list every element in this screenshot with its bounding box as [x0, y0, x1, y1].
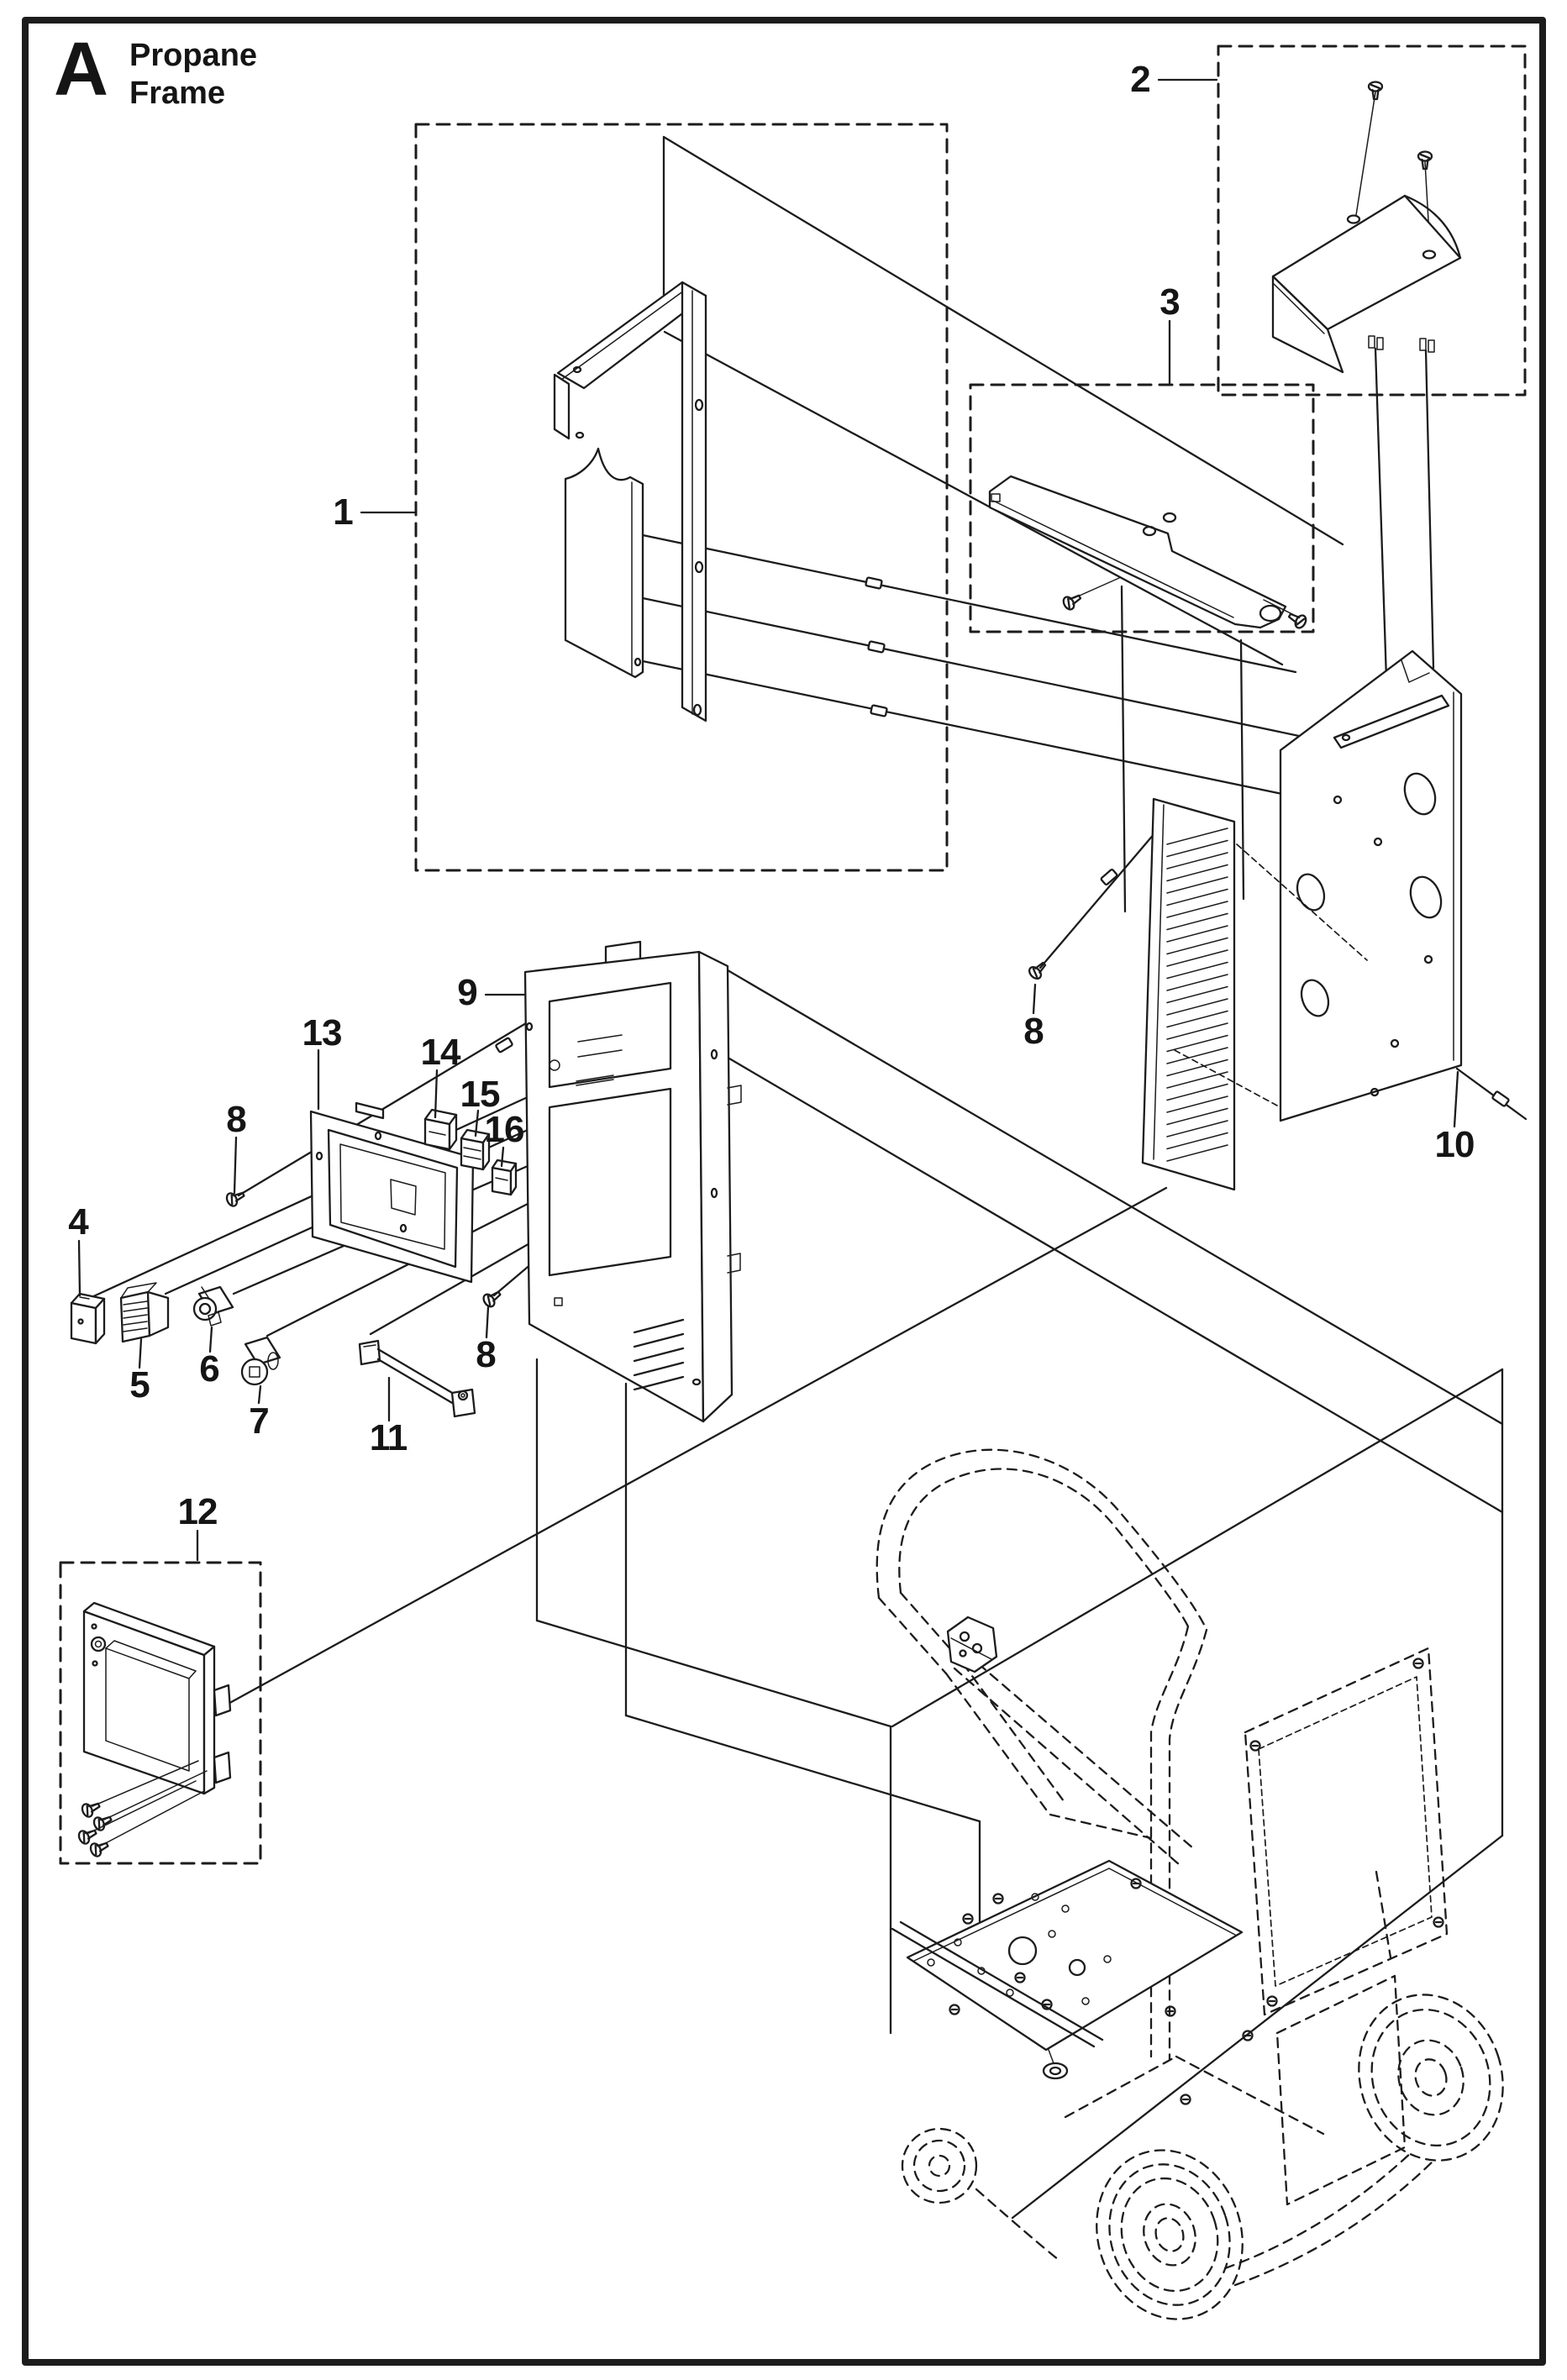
callout-3: 3	[1159, 281, 1181, 323]
drawing-title: Propane Frame	[129, 37, 257, 113]
callout-8-middle: 8	[476, 1334, 497, 1375]
spacer-icon	[870, 704, 888, 717]
part-5-connector-drawing	[119, 1282, 170, 1343]
panel-louver-slats	[633, 1318, 685, 1391]
spacer-icon	[867, 640, 886, 654]
callout-2: 2	[1130, 59, 1151, 100]
cart-wheel-front	[1096, 2149, 1244, 2320]
callout-4: 4	[68, 1201, 89, 1243]
spacer-icon	[1099, 868, 1119, 886]
callout-8-left: 8	[226, 1099, 247, 1140]
part-13-control-frame-drawing	[309, 1101, 475, 1284]
callout-12: 12	[177, 1491, 218, 1532]
callout-1: 1	[333, 491, 354, 533]
callout-10: 10	[1434, 1124, 1475, 1165]
part-10-side-panel-drawing	[1141, 649, 1463, 1191]
part-11-handle-rod-drawing	[358, 1339, 476, 1418]
section-letter: A	[54, 28, 108, 112]
callout-6: 6	[199, 1348, 220, 1390]
part-15-switch-drawing	[460, 1128, 491, 1171]
screw-icon	[1060, 590, 1085, 612]
part-2-cover-drawing	[1271, 92, 1462, 374]
louver-grille	[1166, 827, 1228, 1162]
callout-9: 9	[457, 972, 478, 1013]
screw-icon	[223, 1187, 248, 1209]
cart-frame-reference-drawing	[876, 1448, 1504, 2320]
callout-16: 16	[484, 1109, 525, 1150]
page-border	[22, 17, 1546, 2366]
reference-boxes	[59, 45, 1527, 1865]
part-1-bracket-drawing	[553, 281, 707, 722]
drawing-title-line2: Frame	[129, 75, 226, 111]
callout-11: 11	[369, 1417, 408, 1458]
part-2-box	[1217, 45, 1527, 397]
callout-14: 14	[420, 1032, 461, 1073]
callout-15: 15	[460, 1074, 501, 1115]
callout-8-right: 8	[1023, 1011, 1044, 1052]
screw-icon	[76, 1825, 100, 1847]
callout-leader-lines	[77, 78, 1459, 1562]
screw-icon	[1367, 81, 1384, 101]
part-3-tray-drawing	[988, 475, 1295, 629]
cart-wheel-left	[901, 2127, 978, 2204]
spacer-icon	[865, 576, 883, 590]
part-3-box	[969, 383, 1315, 633]
screw-icon	[87, 1837, 112, 1859]
cart-wheel-right	[1358, 1994, 1504, 2162]
part-4-block-drawing	[70, 1292, 106, 1345]
part-14-switch-drawing	[423, 1108, 458, 1151]
spacer-icon	[1491, 1090, 1511, 1108]
part-12-door-drawing	[82, 1601, 232, 1847]
alignment-lines	[88, 135, 1528, 2220]
part-7-switch-drawing	[240, 1336, 281, 1386]
callout-7: 7	[249, 1400, 270, 1442]
part-9-panel-drawing	[523, 940, 742, 1423]
part-6-switch-drawing	[192, 1285, 234, 1327]
callout-5: 5	[129, 1364, 150, 1405]
part-12-box	[59, 1561, 262, 1865]
part-1-box	[414, 123, 949, 872]
part-16-switch-drawing	[491, 1158, 518, 1196]
screw-icon	[79, 1798, 103, 1820]
drawing-title-line1: Propane	[129, 38, 258, 73]
callout-13: 13	[302, 1012, 343, 1053]
cart-solid-details	[891, 1616, 1444, 2105]
